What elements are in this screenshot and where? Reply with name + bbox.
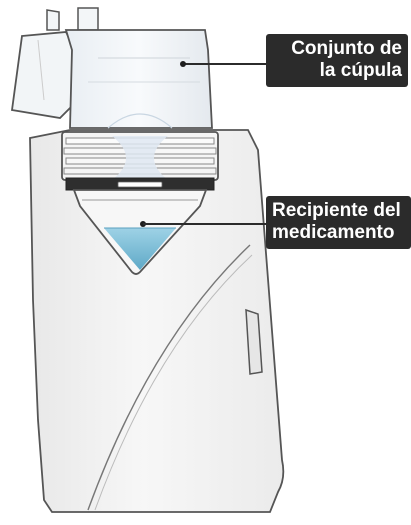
dome-assembly-label-line2: la cúpula	[319, 60, 402, 81]
dome-assembly-label: Conjunto de la cúpula	[266, 34, 408, 87]
dome-assembly-label-line1: Conjunto de	[291, 38, 402, 59]
dome-leader-line	[180, 61, 266, 67]
medication-cup	[72, 189, 208, 275]
medication-cup-label-line1: Recipiente del	[272, 200, 401, 221]
threaded-collar	[61, 131, 219, 191]
side-button	[245, 308, 263, 375]
dome-assembly	[10, 7, 213, 129]
body-seam	[87, 244, 251, 511]
medication-cup-label: Recipiente del medicamento	[266, 196, 411, 249]
medication-cup-label-line2: medicamento	[272, 222, 395, 243]
device-body	[29, 129, 285, 513]
medication-liquid	[104, 228, 176, 270]
